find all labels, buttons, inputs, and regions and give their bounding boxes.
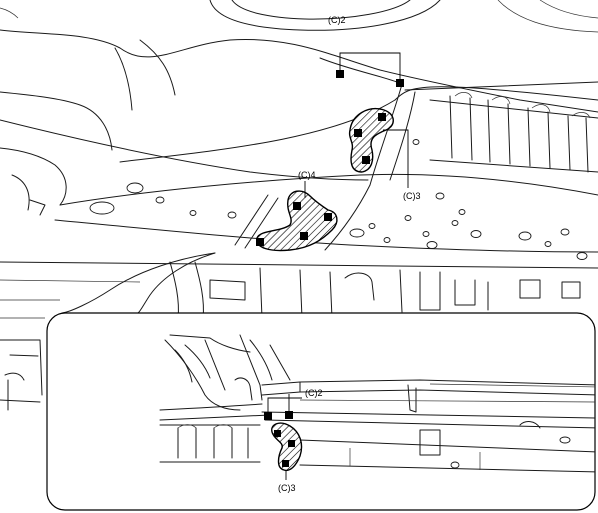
spot-weld-c3-a: [378, 113, 386, 121]
main-callout-c2: (C)2: [328, 15, 346, 25]
main-weld-zone-c3: [348, 108, 394, 173]
spot-weld-c3-c: [362, 156, 370, 164]
inset-spot-weld-c3-b: [288, 440, 295, 447]
spot-weld-c2-b: [396, 79, 404, 87]
main-callout-c3: (C)3: [403, 191, 421, 201]
inset-callout-c3: (C)3: [278, 483, 296, 493]
inset-spot-weld-c2-a: [264, 412, 272, 420]
spot-weld-c3-b: [354, 129, 362, 137]
main-spot-welds: [256, 70, 404, 246]
inset-leaders: [267, 394, 302, 480]
main-view-body-structure: [0, 0, 598, 411]
spot-weld-c4-c: [300, 232, 308, 240]
spot-weld-c4-a: [293, 202, 301, 210]
main-callout-c4: (C)4: [298, 170, 316, 180]
inset-spot-weld-c3-c: [282, 460, 289, 467]
inset-spot-weld-c2-b: [285, 411, 293, 419]
spot-weld-c2-a: [336, 70, 344, 78]
inset-callout-c2: (C)2: [305, 388, 323, 398]
main-leaders: [304, 52, 409, 198]
inset-spot-welds: [264, 411, 295, 467]
inset-spot-weld-c3-a: [274, 430, 281, 437]
main-weld-zone-c4: [256, 190, 338, 252]
inset-detail-view: [46, 312, 596, 511]
spot-weld-c4-b: [324, 213, 332, 221]
spot-weld-c4-d: [256, 238, 264, 246]
